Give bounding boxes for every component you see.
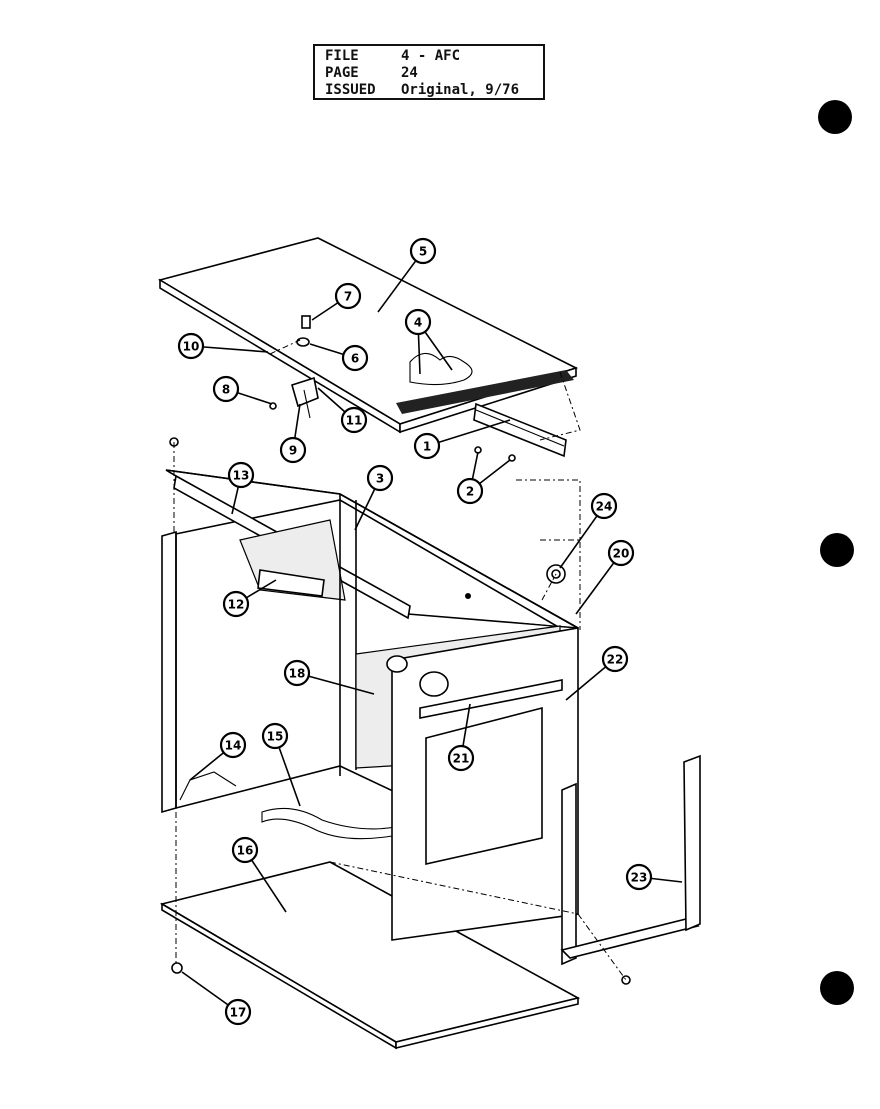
callout-circle <box>409 237 437 265</box>
alignment-lines <box>173 339 627 981</box>
callout-number: 18 <box>289 667 306 681</box>
callout-number: 17 <box>230 1006 247 1020</box>
file-value: 4 - AFC <box>401 48 461 64</box>
callout-number: 22 <box>607 653 624 667</box>
callout-24: 24 <box>590 492 618 520</box>
callout-circle <box>413 432 441 460</box>
callout-circle <box>177 332 205 360</box>
file-label: FILE <box>325 48 359 64</box>
callout-number: 2 <box>466 485 474 499</box>
callout-7: 7 <box>334 282 362 310</box>
callout-4: 4 <box>404 308 432 336</box>
callout-9: 9 <box>279 436 307 464</box>
callout-number: 8 <box>222 383 230 397</box>
file-row: FILE 4 - AFC <box>325 48 543 65</box>
callout-23: 23 <box>625 863 653 891</box>
callout-16: 16 <box>231 836 259 864</box>
bottom-panel <box>159 861 581 1050</box>
callout-number: 13 <box>233 469 250 483</box>
callout-number: 20 <box>613 547 630 561</box>
callout-circle <box>404 308 432 336</box>
callout-number: 11 <box>346 414 363 428</box>
callout-number: 9 <box>289 444 297 458</box>
callout-circle <box>340 406 368 434</box>
callout-circle <box>283 659 311 687</box>
page-label: PAGE <box>325 65 359 81</box>
callout-circle <box>227 461 255 489</box>
callout-number: 14 <box>225 739 242 753</box>
issued-label: ISSUED <box>325 82 376 98</box>
callout-20: 20 <box>607 539 635 567</box>
base-tray <box>261 807 404 840</box>
callout-number: 3 <box>376 472 384 486</box>
binder-hole-bottom <box>820 971 854 1005</box>
callout-circle <box>261 722 289 750</box>
callout-number: 1 <box>423 440 431 454</box>
callout-number: 21 <box>453 752 470 766</box>
callout-6: 6 <box>341 344 369 372</box>
callout-number: 15 <box>267 730 284 744</box>
callout-circle <box>447 744 475 772</box>
callout-21: 21 <box>447 744 475 772</box>
issued-value: Original, 9/76 <box>401 82 520 98</box>
side-bracket <box>560 754 701 966</box>
callout-number: 6 <box>351 352 359 366</box>
callout-18: 18 <box>283 659 311 687</box>
callout-circle <box>456 477 484 505</box>
binder-hole-top <box>818 100 852 134</box>
callout-13: 13 <box>227 461 255 489</box>
binder-hole-middle <box>820 533 854 567</box>
callout-3: 3 <box>366 464 394 492</box>
callout-number: 5 <box>419 245 427 259</box>
callout-22: 22 <box>601 645 629 673</box>
callout-circle <box>601 645 629 673</box>
file-info-box: FILE 4 - AFC PAGE 24 ISSUED Original, 9/… <box>313 44 545 100</box>
callout-circle <box>222 590 250 618</box>
callout-circle <box>334 282 362 310</box>
issued-row: ISSUED Original, 9/76 <box>325 82 543 99</box>
callout-circle <box>219 731 247 759</box>
callout-5: 5 <box>409 237 437 265</box>
top-panel <box>157 237 579 434</box>
callout-circle <box>366 464 394 492</box>
callout-2: 2 <box>456 477 484 505</box>
callout-number: 12 <box>228 598 245 612</box>
callout-11: 11 <box>340 406 368 434</box>
callout-8: 8 <box>212 375 240 403</box>
callout-number: 16 <box>237 844 254 858</box>
callout-circle <box>341 344 369 372</box>
callout-number: 23 <box>631 871 648 885</box>
callout-number: 4 <box>414 316 422 330</box>
callout-circle <box>625 863 653 891</box>
callout-15: 15 <box>261 722 289 750</box>
callout-circle <box>224 998 252 1026</box>
callout-number: 10 <box>183 340 200 354</box>
callout-circle <box>212 375 240 403</box>
support-rail <box>473 402 567 458</box>
callout-12: 12 <box>222 590 250 618</box>
callout-circle <box>279 436 307 464</box>
page-row: PAGE 24 <box>325 65 543 82</box>
callout-number: 7 <box>344 290 352 304</box>
callout-circle <box>231 836 259 864</box>
page-value: 24 <box>401 65 418 81</box>
callout-17: 17 <box>224 998 252 1026</box>
callout-circle <box>607 539 635 567</box>
callout-10: 10 <box>177 332 205 360</box>
callout-14: 14 <box>219 731 247 759</box>
callout-1: 1 <box>413 432 441 460</box>
callout-number: 24 <box>596 500 613 514</box>
callout-circle <box>590 492 618 520</box>
